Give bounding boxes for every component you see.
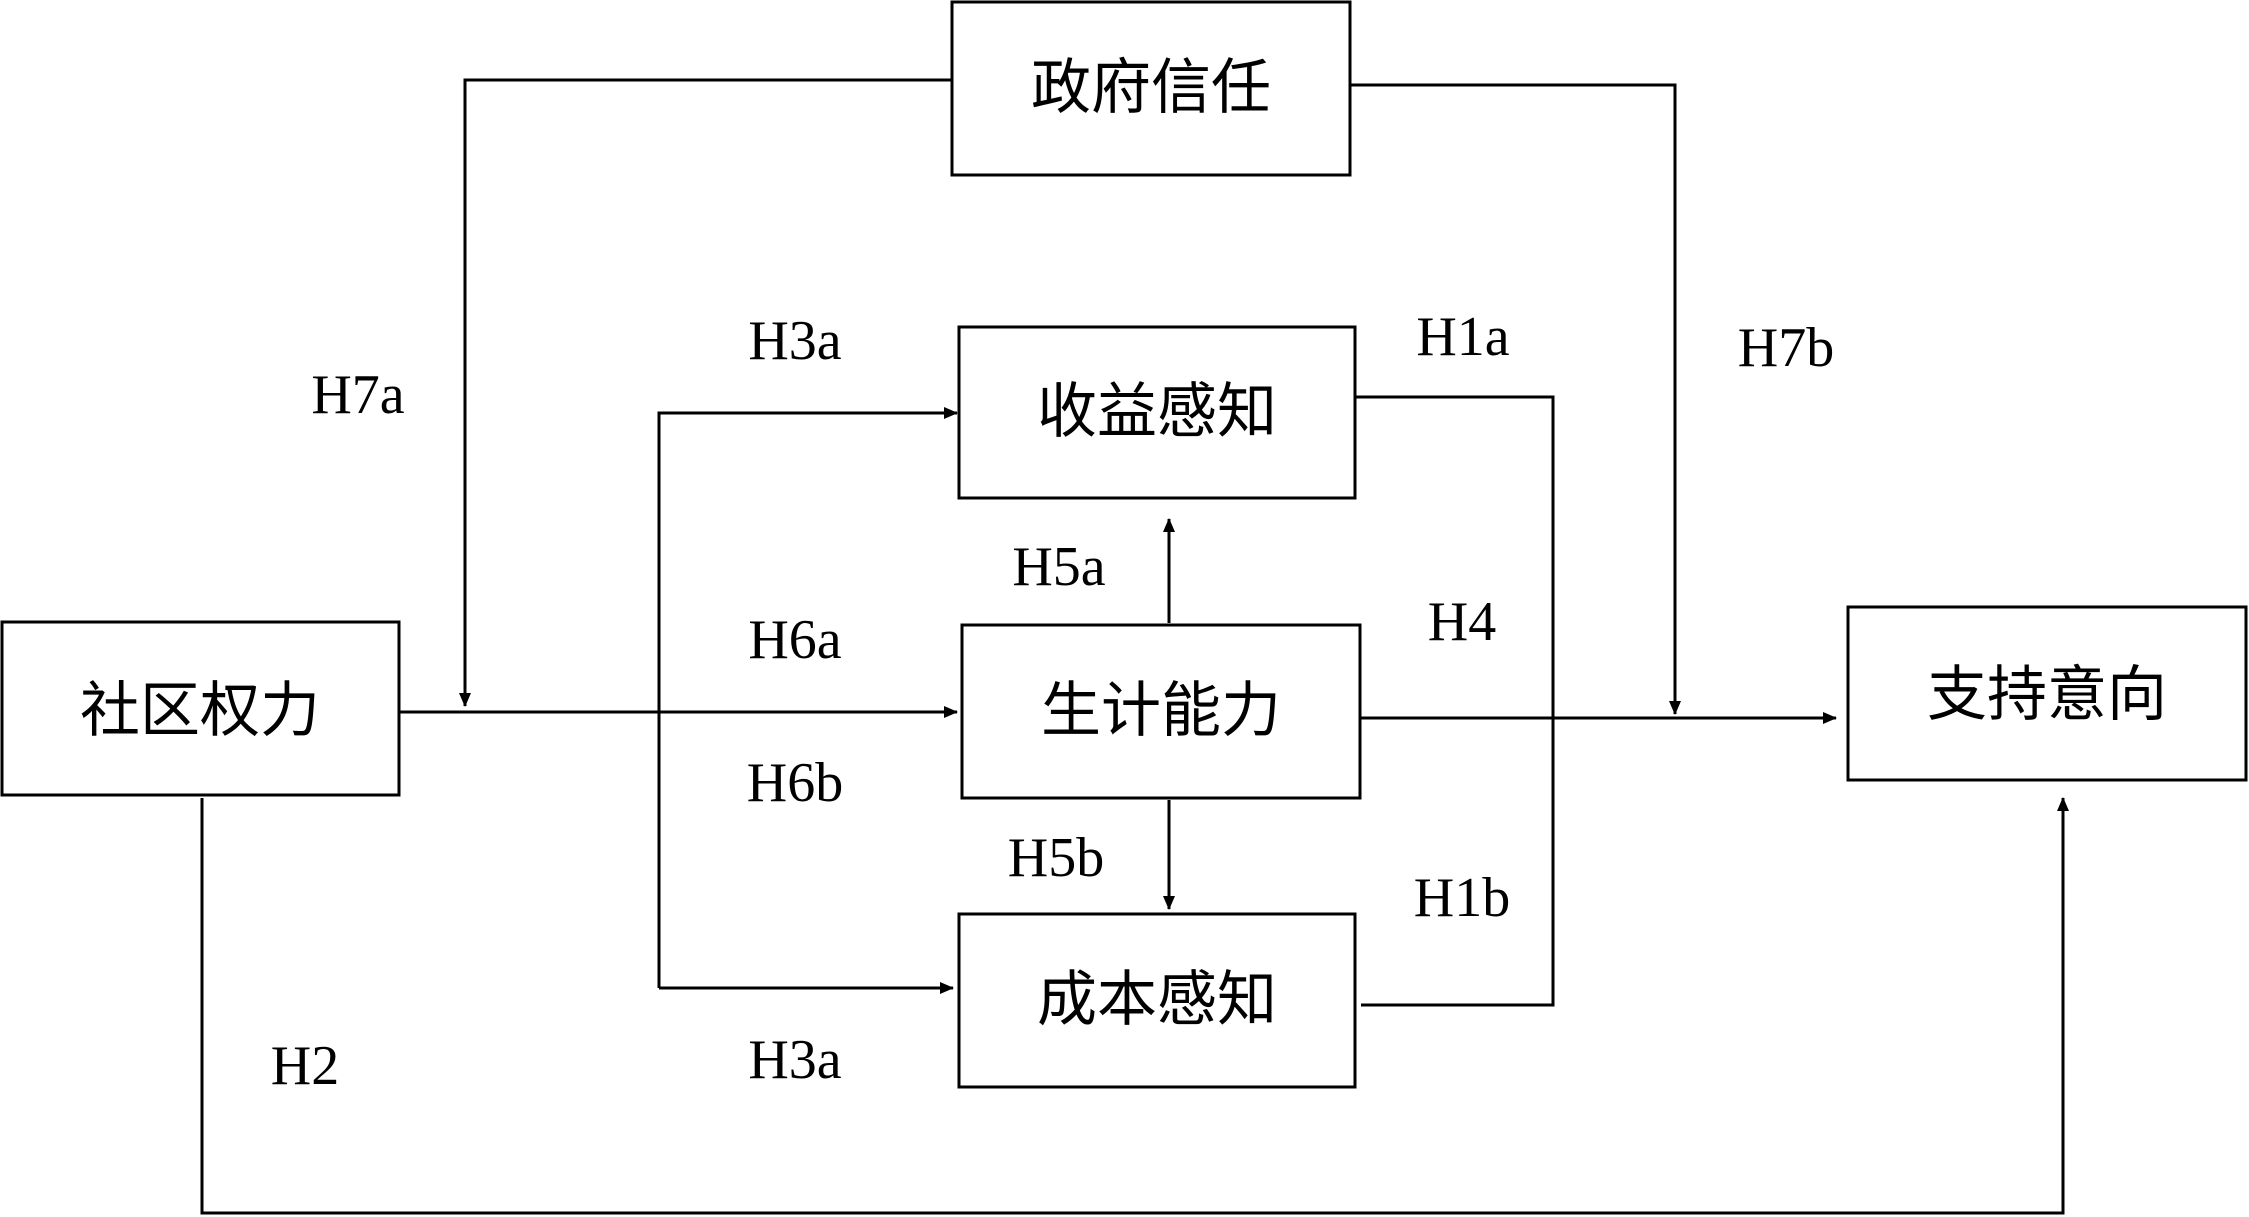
label-h1a: H1a: [1416, 306, 1509, 368]
node-cost: 成本感知: [957, 912, 1357, 1089]
edge-h7a: [459, 78, 952, 707]
edge-h2: [200, 797, 2069, 1215]
edge-h1a: [1355, 395, 1555, 1007]
edge-h7b: [1350, 83, 1681, 715]
edges: [200, 78, 2069, 1215]
label-h6a: H6a: [748, 609, 841, 671]
node-benefit: 收益感知: [957, 325, 1357, 500]
node-gov-trust: 政府信任: [950, 0, 1352, 177]
nodes: 政府信任 收益感知 生计能力 成本感知 社区权力 支持意向: [0, 0, 2248, 1089]
node-support-label: 支持意向: [1927, 660, 2167, 730]
edge-h3a-benefit: [657, 407, 958, 988]
node-support: 支持意向: [1846, 605, 2248, 782]
node-cost-label: 成本感知: [1037, 965, 1277, 1035]
node-gov-trust-label: 政府信任: [1031, 53, 1271, 123]
node-benefit-label: 收益感知: [1037, 377, 1277, 447]
label-h3a-bottom: H3a: [748, 1029, 841, 1091]
label-h5b: H5b: [1008, 827, 1104, 889]
label-h2: H2: [271, 1035, 339, 1097]
label-h6b: H6b: [747, 752, 843, 814]
node-livelihood-label: 生计能力: [1041, 676, 1281, 746]
label-h1b: H1b: [1414, 867, 1510, 929]
node-community-power-label: 社区权力: [80, 676, 320, 746]
label-h5a: H5a: [1012, 536, 1105, 598]
label-h7a: H7a: [311, 364, 404, 426]
node-community-power: 社区权力: [0, 620, 401, 797]
label-h3a-top: H3a: [748, 310, 841, 372]
label-h7b: H7b: [1738, 317, 1834, 379]
label-h4: H4: [1428, 591, 1496, 653]
path-labels: H7a H7b H3a H1a H5a H6a H4 H6b H5b H1b H…: [271, 306, 1834, 1097]
node-livelihood: 生计能力: [960, 623, 1362, 800]
